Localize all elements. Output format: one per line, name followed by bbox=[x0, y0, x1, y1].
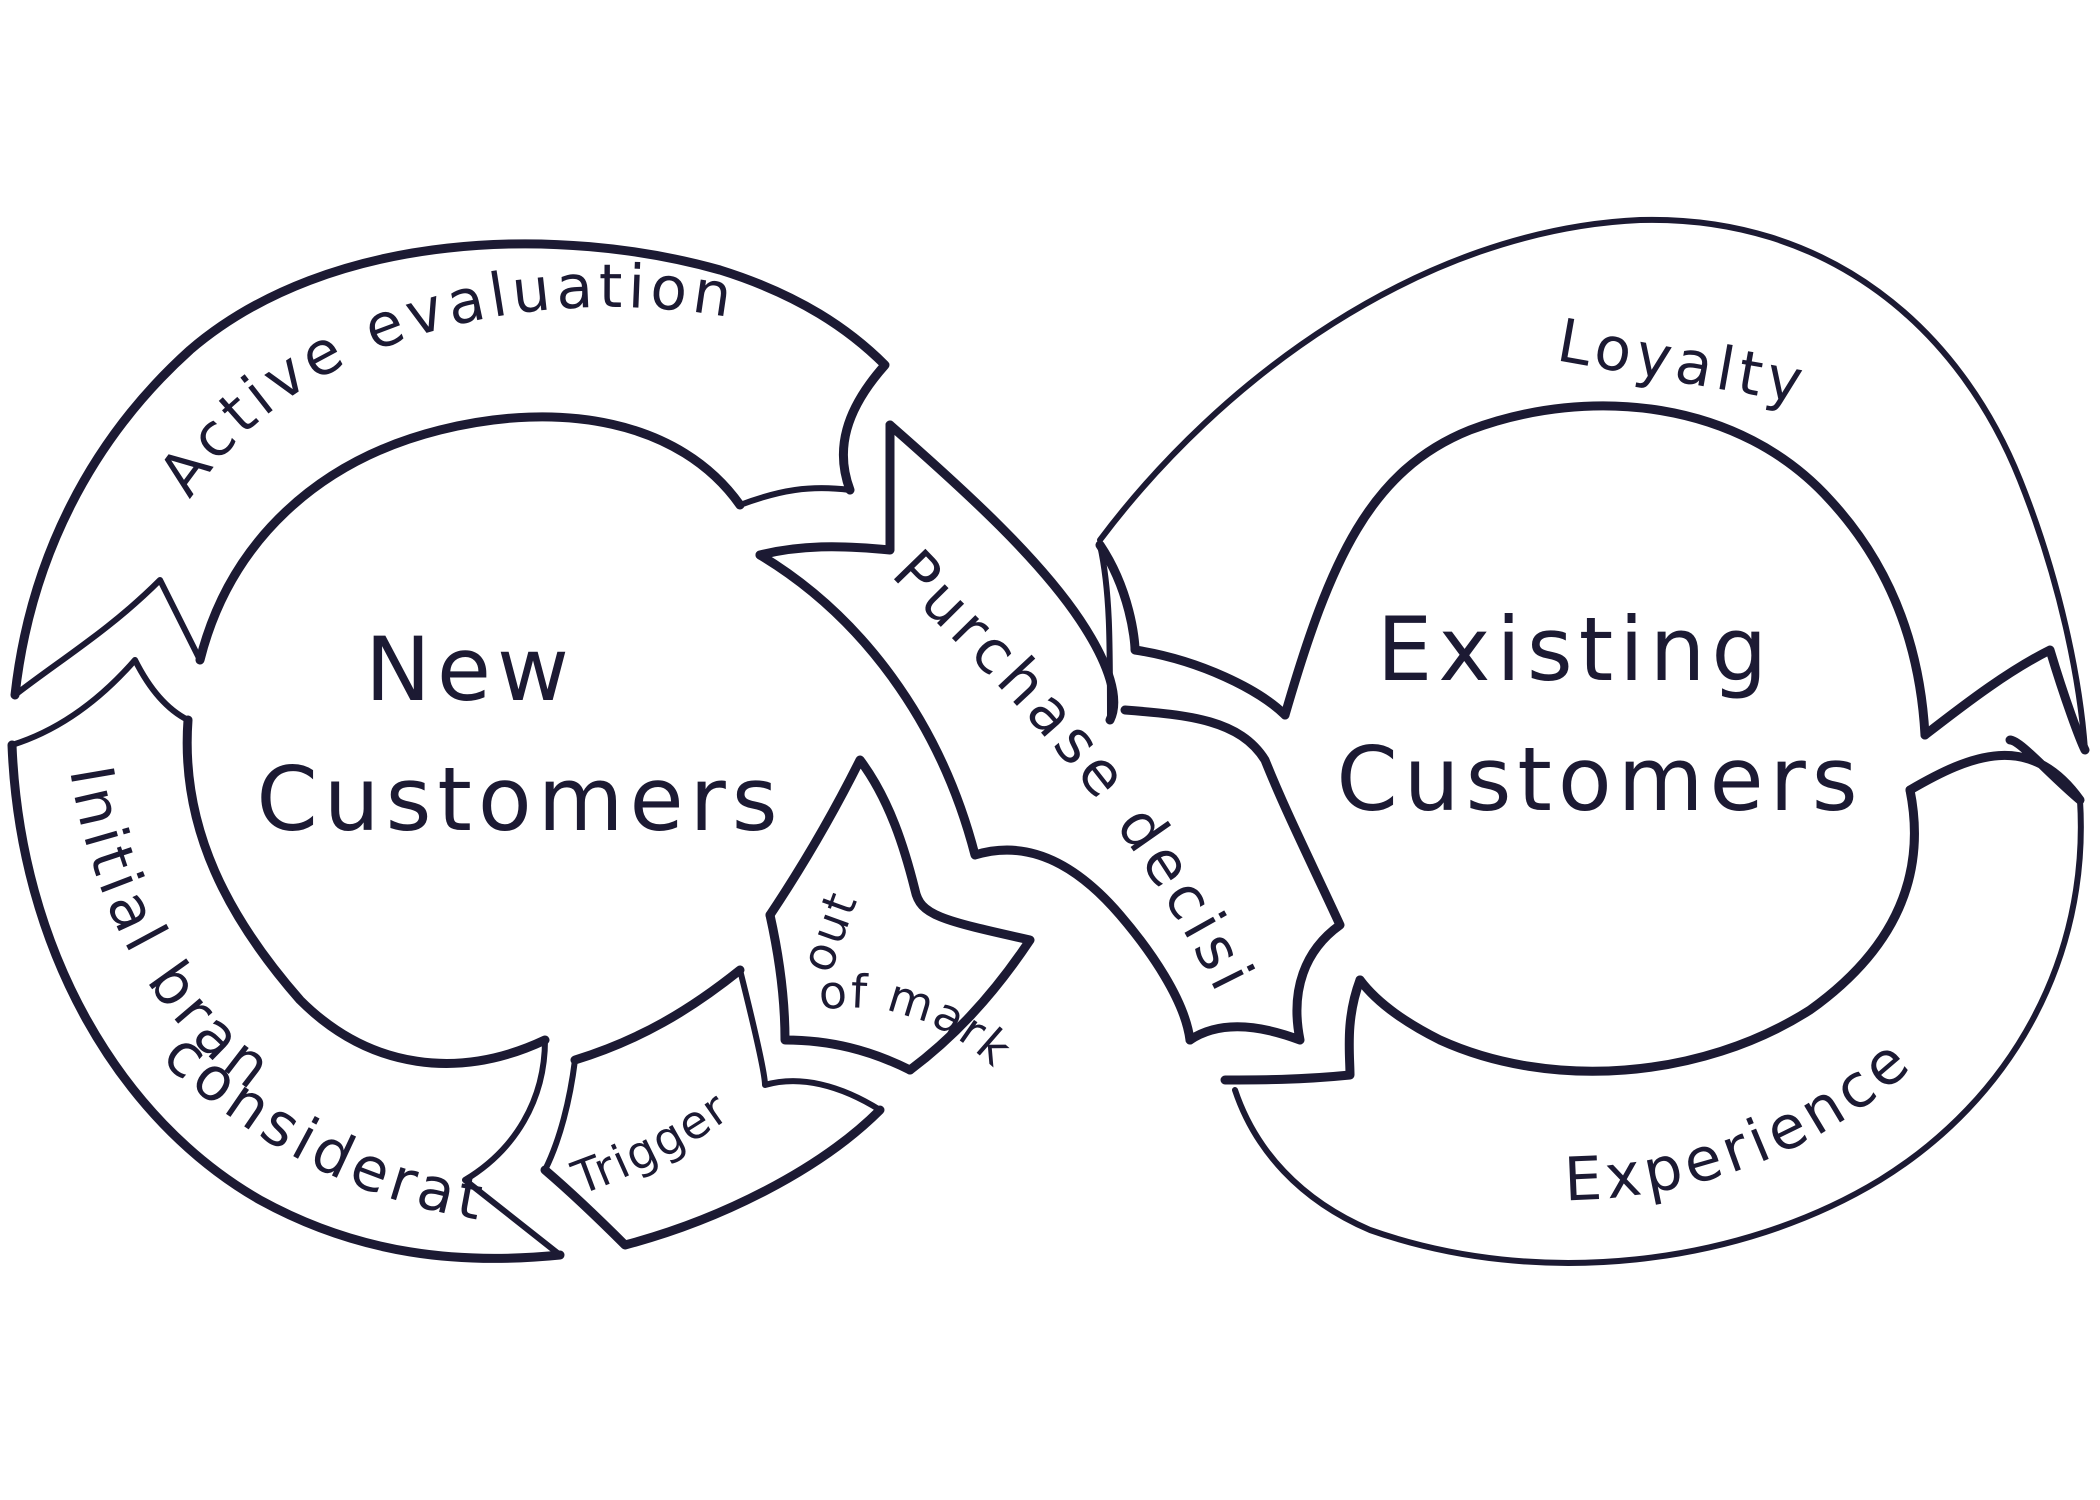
active-evaluation-arrow-tip bbox=[12, 577, 203, 698]
experience-band-inner bbox=[1355, 785, 1919, 1076]
new-customers-label-line2: Customers bbox=[256, 748, 783, 851]
out-of-market-band-inner bbox=[765, 910, 915, 1075]
initial-brand-band-outer bbox=[7, 740, 565, 1263]
loyalty-arrow-head bbox=[1920, 645, 2090, 755]
initial-brand-arrow-tip bbox=[9, 657, 191, 748]
active-evaluation-arrow-join bbox=[737, 485, 853, 508]
labels: New Customers Existing Customers Active … bbox=[0, 0, 1921, 1235]
experience-band-outer bbox=[1232, 797, 2084, 1266]
existing-customers-label-line2: Customers bbox=[1336, 728, 1863, 831]
new-customers-label-line1: New bbox=[365, 618, 575, 721]
trigger-arrow-front bbox=[542, 1057, 578, 1173]
right-loop bbox=[1095, 216, 2090, 1266]
experience-arrow-tail bbox=[1905, 735, 2085, 805]
trigger-band-inner bbox=[570, 965, 745, 1065]
experience-arrow-head bbox=[1220, 975, 1365, 1085]
loyalty-arrow-tail bbox=[1095, 540, 1290, 720]
loyalty-band-outer bbox=[1097, 216, 2088, 753]
active-evaluation-band-outer bbox=[10, 239, 890, 700]
purchase-decision-arrow-head bbox=[1120, 705, 1345, 1045]
trigger-arrow-back bbox=[737, 967, 883, 1113]
trigger-label: Trigger bbox=[564, 1080, 739, 1205]
trigger-band-outer bbox=[540, 1105, 885, 1250]
purchase-decision-label: Purchase decision bbox=[0, 0, 1268, 1005]
active-evaluation-label: Active evaluation bbox=[145, 252, 741, 509]
out-of-market-band-outer bbox=[765, 755, 1035, 1075]
left-loop bbox=[7, 239, 1035, 1263]
crossing bbox=[755, 420, 1345, 1045]
crossing-right-upper bbox=[1097, 542, 1113, 723]
purchase-decision-band-lower bbox=[755, 550, 1195, 1045]
purchase-decision-arrow-tail bbox=[755, 420, 895, 560]
initial-brand-arrow-head bbox=[462, 1037, 563, 1258]
active-evaluation-band-inner bbox=[195, 412, 745, 665]
initial-brand-band-inner bbox=[182, 715, 550, 1068]
loyalty-band-inner bbox=[1280, 401, 1930, 740]
existing-customers-label-line1: Existing bbox=[1377, 598, 1774, 701]
